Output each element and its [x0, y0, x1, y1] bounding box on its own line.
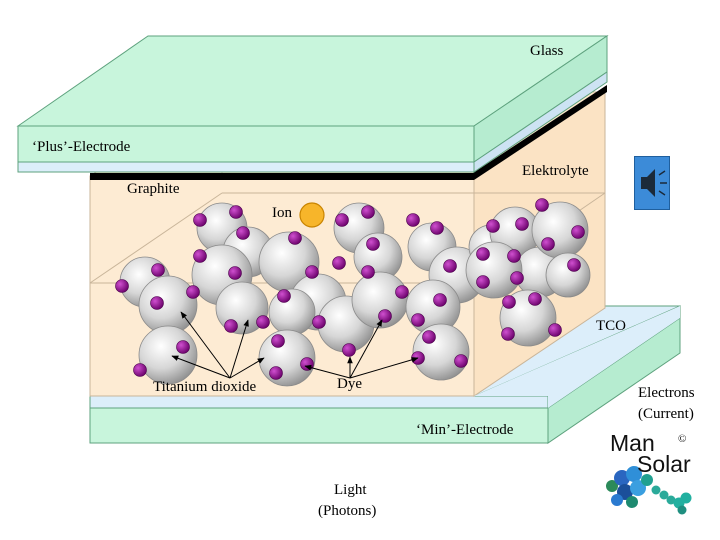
titanium-dioxide-particles [115, 198, 591, 387]
dye-molecule [236, 226, 250, 240]
dye-molecule [486, 219, 500, 233]
dye-molecule [228, 266, 242, 280]
titanium-dioxide-sphere [138, 325, 198, 385]
dye-molecule [510, 271, 524, 285]
dye-molecule [395, 285, 409, 299]
dye-molecule [361, 205, 375, 219]
mansolar-logo-graphic [606, 466, 692, 515]
dye-molecule [150, 296, 164, 310]
titanium-dioxide-sphere [268, 288, 316, 336]
dye-molecule [193, 213, 207, 227]
logo-man-text: Man [610, 430, 655, 456]
dye-molecule [300, 357, 314, 371]
speaker-icon[interactable] [634, 156, 670, 210]
dye-molecule [378, 309, 392, 323]
dye-molecule [229, 205, 243, 219]
dye-molecule [501, 327, 515, 341]
speaker-icon-glyph [641, 169, 667, 197]
dye-molecule [312, 315, 326, 329]
dye-molecule [454, 354, 468, 368]
plus-electrode-label: ‘Plus’-Electrode [32, 139, 131, 155]
dye-molecule [133, 363, 147, 377]
tco-layer [474, 306, 680, 408]
titanium-dioxide-sphere [545, 252, 591, 298]
titanium-dioxide-sphere [138, 275, 198, 335]
dye-molecule [176, 340, 190, 354]
dye-molecule [476, 247, 490, 261]
dye-molecule [535, 198, 549, 212]
dye-molecule [277, 289, 291, 303]
dye-molecule [271, 334, 285, 348]
dye-label: Dye [337, 376, 362, 392]
dye-molecule [151, 263, 165, 277]
dye-molecule [224, 319, 238, 333]
dye-molecule [502, 295, 516, 309]
titanium-dioxide-sphere [412, 323, 470, 381]
dye-molecule [115, 279, 129, 293]
logo-solar-text: Solar [637, 451, 691, 477]
dye-molecule [342, 343, 356, 357]
glass-plus-electrode-slab [16, 35, 609, 173]
dye-molecule [269, 366, 283, 380]
logo-copyright: © [678, 433, 687, 445]
dye-molecule [411, 313, 425, 327]
titanium-dioxide-label: Titanium dioxide [153, 379, 257, 395]
dye-molecule [433, 293, 447, 307]
graphite-label: Graphite [127, 181, 180, 197]
dye-molecule [193, 249, 207, 263]
electrons-label: Electrons [638, 385, 695, 401]
dye-molecule [443, 259, 457, 273]
dye-molecule [186, 285, 200, 299]
dye-molecule [430, 221, 444, 235]
dye-molecule [406, 213, 420, 227]
glass-label: Glass [530, 43, 564, 59]
dye-molecule [567, 258, 581, 272]
elektrolyte-label: Elektrolyte [522, 163, 589, 179]
light-label: Light [334, 482, 367, 498]
ion-label: Ion [272, 205, 292, 221]
dye-molecule [548, 323, 562, 337]
dye-molecule [515, 217, 529, 231]
dye-molecule [288, 231, 302, 245]
dye-molecule [528, 292, 542, 306]
dye-molecule [541, 237, 555, 251]
tco-label: TCO [596, 318, 626, 334]
dye-molecule [571, 225, 585, 239]
dye-molecule [361, 265, 375, 279]
dye-molecule [332, 256, 346, 270]
current-label: (Current) [638, 406, 694, 422]
annotation-arrows [171, 311, 419, 379]
dye-molecule [335, 213, 349, 227]
dye-molecule [476, 275, 490, 289]
min-electrode-label: ‘Min’-Electrode [416, 422, 514, 438]
dye-molecule [366, 237, 380, 251]
dye-molecule [256, 315, 270, 329]
dye-molecule [305, 265, 319, 279]
photons-label: (Photons) [318, 503, 377, 519]
dye-molecule [422, 330, 436, 344]
dye-molecule [507, 249, 521, 263]
ion-particle [299, 202, 325, 228]
